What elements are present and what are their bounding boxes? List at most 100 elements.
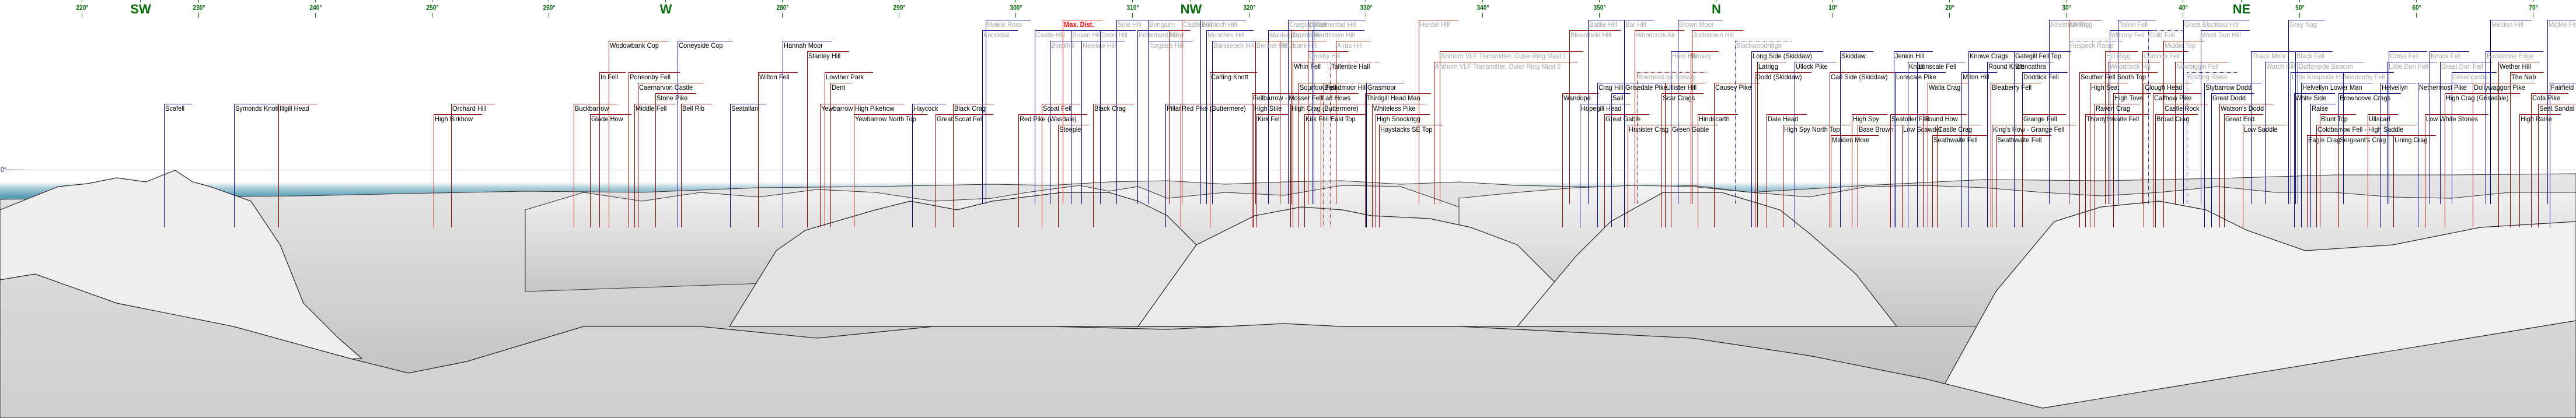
peak-label[interactable]: Castle Rock [2163,104,2204,113]
peak-label[interactable]: Kirk Fell East Top [1304,115,1361,123]
peak-label[interactable]: Broadmoor Hill [1323,83,1371,92]
peak-label[interactable]: Causey Pike [1714,83,1755,92]
peak-label[interactable]: Great End [2224,115,2259,123]
peak-label[interactable]: Lad Hows [1321,94,1354,102]
peak-label[interactable]: Long Side (Skiddaw) [1751,52,1818,60]
peak-label[interactable]: Wandope [1562,94,1594,102]
peak-label[interactable]: Eagle Crag [2307,136,2344,144]
peak-label[interactable]: Seathwaite Fell [1996,136,2047,144]
peak-label[interactable]: Barskeoch Hill [1212,41,1259,50]
peak-label[interactable]: High Birkhow [434,115,477,123]
peak-label[interactable]: Suie Hill [1116,20,1144,29]
peak-label[interactable]: Ullscarf [2368,115,2393,123]
peak-label[interactable]: Clough Head [2144,83,2187,92]
peak-label[interactable]: Red Pike (Buttermere) [1181,104,1252,113]
peak-label[interactable]: Melmerby Fell [2343,73,2389,81]
peak-label[interactable]: Blackwoodridge [1735,41,1787,50]
peak-label[interactable]: Wilton Fell [758,73,793,81]
peak-label[interactable]: Lonscale Pike [1895,73,1941,81]
peak-label[interactable]: Blountfield Hill [1569,31,1616,39]
peak-label[interactable]: Yewbarrow [820,104,857,113]
peak-label[interactable]: Blotting Raise [2187,73,2232,81]
peak-label[interactable]: Thirdgill Head Man [1365,94,1426,102]
peak-label[interactable]: Stone Pike [655,94,692,102]
peak-label[interactable]: Crag Hill [1597,83,1626,92]
peak-label[interactable]: Auchenfad Hill [1314,20,1361,29]
peak-label[interactable]: Meldon Hill [2490,20,2527,29]
peak-label[interactable]: Torglass Hill [1148,41,1188,50]
peak-label[interactable]: Criffel [1308,20,1328,29]
peak-label[interactable]: Marthrown Hill [1313,31,1360,39]
peak-label[interactable]: Doddick Fell [2022,73,2063,81]
peak-label[interactable]: Jockstown Hill [1692,31,1739,39]
peak-label[interactable]: Bell Rib [681,104,707,113]
peak-label[interactable]: Maiden Moor [1831,136,1874,144]
peak-label[interactable]: Yewbarrow North Top [854,115,923,123]
peak-label[interactable]: Allieshaw Rigg [2049,20,2097,29]
peak-label[interactable]: Carl Side (Skiddaw) [1830,73,1894,81]
peak-label[interactable]: Dollywaggon Pike [2473,83,2530,92]
peak-label[interactable]: Browncove Crags [2338,94,2396,102]
peak-label[interactable]: King's How - Grange Fell [1992,125,2072,134]
peak-label[interactable]: Cumrew Fell [2142,52,2184,60]
peak-label[interactable]: Great Dodd [2211,94,2250,102]
peak-label[interactable]: Newbiggin Fell [2175,62,2224,71]
peak-label[interactable]: High Snockrigg [1376,115,1425,123]
peak-label[interactable]: Skiddaw [1840,52,1869,60]
peak-label[interactable]: Airds Hill [1336,41,1366,50]
peak-label[interactable]: Middle Fell [634,104,671,113]
peak-label[interactable]: Round How [1923,115,1962,123]
peak-label[interactable]: Max. Dist. [1063,20,1098,29]
peak-label[interactable]: Middle Top [2163,41,2200,50]
peak-label[interactable]: Maidenpap [1268,31,1305,39]
peak-label[interactable]: Green Gable [1671,125,1713,134]
peak-label[interactable]: Orchard Hill [451,104,490,113]
peak-label[interactable]: Greencastle [2452,73,2492,81]
peak-label[interactable]: High Stile [1253,104,1285,113]
peak-label[interactable]: Cold Fell [2148,31,2178,39]
peak-label[interactable]: Knocktall [982,31,1013,39]
peak-label[interactable]: Glade How [590,115,627,123]
peak-label[interactable]: Ullock Pike [1795,62,1831,71]
peak-label[interactable]: Raise [2310,104,2331,113]
peak-label[interactable]: Little Dun Fell [2387,62,2432,71]
peak-label[interactable]: Bleaberry Fell [1991,83,2036,92]
peak-label[interactable]: Knott [1908,62,1926,71]
peak-label[interactable]: Doon Hill [1100,31,1131,39]
peak-label[interactable]: Seatallan [730,104,762,113]
peak-label[interactable]: Jenkin Hill [1894,52,1928,60]
peak-label[interactable]: Low White Stones [2425,115,2484,123]
peak-label[interactable]: Dodd (Skiddaw) [1755,73,1807,81]
peak-label[interactable]: High Tove [2113,94,2146,102]
peak-label[interactable]: Souther Fell South Top [2079,73,2153,81]
peak-label[interactable]: Haystacks SE Top [1379,125,1438,134]
peak-label[interactable]: Seathwaite Fell [1932,136,1982,144]
peak-label[interactable]: Black Fell [2295,52,2328,60]
peak-label[interactable]: Seatoller Fell [1890,115,1933,123]
peak-label[interactable]: Seat Sandal [2538,104,2576,113]
peak-label[interactable]: Helvellyn [2380,83,2411,92]
peak-label[interactable]: Fellbarrow - Mosser Fell [1252,94,1329,102]
peak-label[interactable]: Stybarrow Dodd [2204,83,2257,92]
peak-label[interactable]: Tallentire Hall [1330,62,1374,71]
peak-label[interactable]: Illgill Head [278,104,313,113]
peak-label[interactable]: Carling Knott [1210,73,1252,81]
peak-label[interactable]: Knowe Crags [1968,52,2013,60]
peak-label[interactable]: Helvellyn Lower Man [2301,83,2368,92]
peak-label[interactable]: Kirk Fell [1256,115,1284,123]
peak-label[interactable]: Castle Hill [1035,31,1069,39]
peak-label[interactable]: Honister Crag [1628,125,1673,134]
peak-label[interactable]: High Spy North Top [1783,125,1846,134]
peak-label[interactable]: Meikle Ross [986,20,1026,29]
peak-label[interactable]: Scoat Fell [1042,104,1075,113]
peak-label[interactable]: Bowness on Solway [1637,73,1702,81]
peak-label[interactable]: Scar Crags [1662,94,1699,102]
peak-label[interactable]: Gategill Fell Top [2014,52,2067,60]
peak-label[interactable]: Sergeant's Crag [2338,136,2391,144]
peak-label[interactable]: Hannah Moor [783,41,828,50]
peak-label[interactable]: Backstone Edge [2486,52,2539,60]
peak-label[interactable]: Blencathra [2014,62,2050,71]
peak-label[interactable]: Low Scawdel [1902,125,1946,134]
peak-label[interactable]: Cofa Pike [2531,94,2564,102]
peak-label[interactable]: Bar Hill [1624,20,1649,29]
